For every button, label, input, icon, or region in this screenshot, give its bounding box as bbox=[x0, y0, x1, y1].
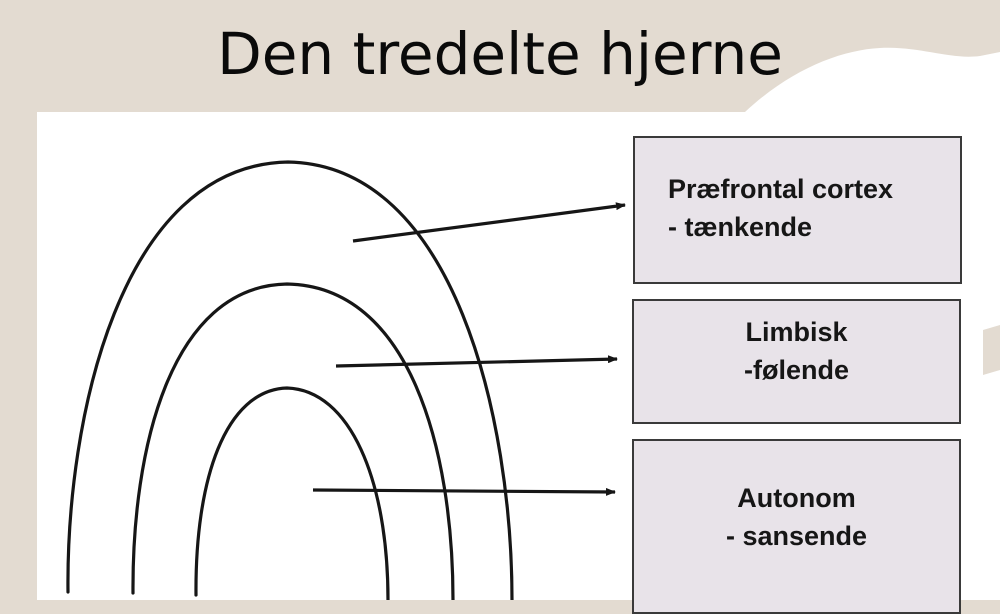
autonomic-box: Autonom - sansende bbox=[632, 439, 961, 614]
prefrontal-cortex-box: Præfrontal cortex - tænkende bbox=[633, 136, 962, 284]
box-title: Limbisk bbox=[745, 317, 848, 347]
arrow-to-autonomic bbox=[312, 487, 616, 496]
background-decoration bbox=[745, 47, 1000, 600]
triune-brain-diagram bbox=[66, 160, 626, 600]
arrow-to-limbic bbox=[335, 355, 618, 368]
limbic-box: Limbisk -følende bbox=[632, 299, 961, 424]
slide-title: Den tredelte hjerne bbox=[217, 20, 783, 88]
arrow-to-prefrontal bbox=[352, 202, 626, 243]
middle-arc bbox=[131, 282, 455, 600]
box-title: Autonom bbox=[737, 483, 856, 513]
box-descriptor: - sansende bbox=[725, 521, 868, 551]
box-title: Præfrontal cortex bbox=[668, 174, 894, 204]
outer-arc bbox=[66, 160, 514, 600]
box-descriptor: -følende bbox=[744, 355, 849, 385]
box-descriptor: - tænkende bbox=[668, 212, 813, 242]
inner-arc bbox=[194, 386, 390, 600]
